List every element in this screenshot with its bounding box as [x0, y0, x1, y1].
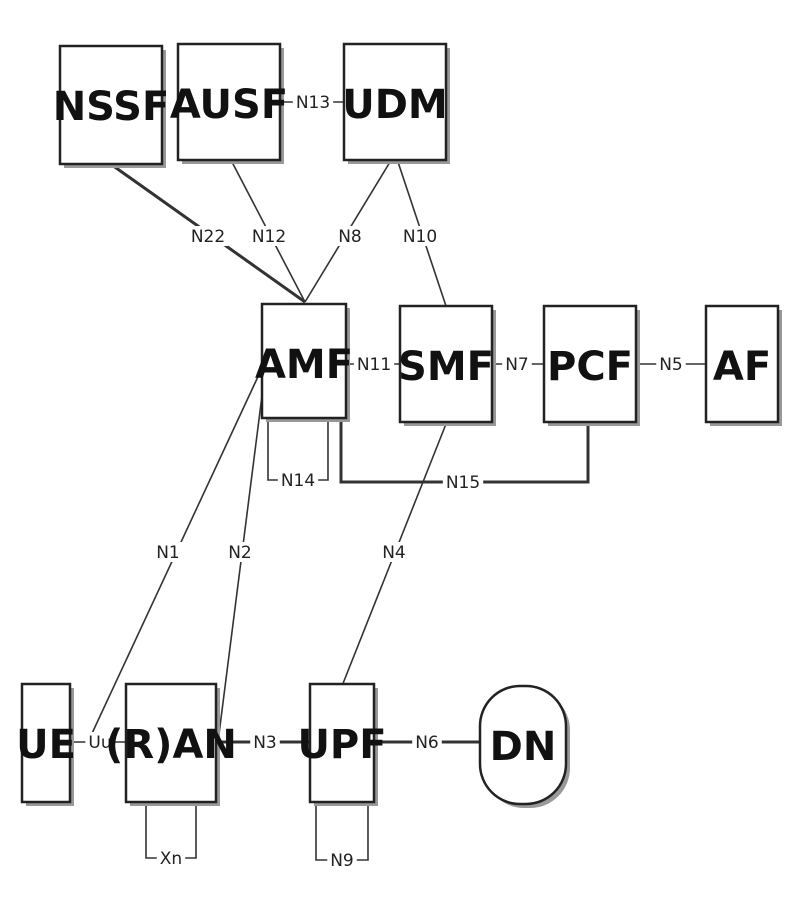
- nssf-label: NSSF: [53, 84, 170, 130]
- svg-text:N12: N12: [252, 227, 286, 247]
- nssf-node[interactable]: NSSF: [53, 44, 170, 168]
- svg-text:N14: N14: [281, 471, 315, 491]
- n4-label: N4: [379, 542, 409, 563]
- pcf-label: PCF: [547, 344, 633, 390]
- n11-label: N11: [353, 354, 395, 375]
- svg-text:N11: N11: [357, 355, 391, 375]
- n15-label: N15: [442, 472, 484, 493]
- xn-label: Xn: [156, 848, 186, 869]
- svg-text:N8: N8: [338, 227, 362, 247]
- svg-text:N3: N3: [253, 733, 277, 753]
- svg-text:Uu: Uu: [88, 733, 111, 753]
- amf-label: AMF: [255, 342, 353, 388]
- svg-text:N15: N15: [446, 473, 480, 493]
- n13-label: N13: [292, 92, 334, 113]
- smf-node[interactable]: SMF: [398, 304, 496, 426]
- n1-label: N1: [153, 542, 183, 563]
- upf-node[interactable]: UPF: [297, 682, 387, 806]
- svg-text:Xn: Xn: [160, 849, 182, 869]
- dn-label: DN: [490, 724, 557, 770]
- n10-label: N10: [399, 226, 441, 247]
- uu-label: Uu: [85, 732, 115, 753]
- udm-label: UDM: [342, 82, 448, 128]
- n5-label: N5: [656, 354, 686, 375]
- af-node[interactable]: AF: [704, 304, 782, 426]
- svg-text:N6: N6: [415, 733, 439, 753]
- amf-node[interactable]: AMF: [255, 302, 353, 422]
- svg-text:N22: N22: [191, 227, 225, 247]
- svg-text:N5: N5: [659, 355, 683, 375]
- smf-label: SMF: [398, 344, 494, 390]
- svg-text:N10: N10: [403, 227, 437, 247]
- svg-text:N13: N13: [296, 93, 330, 113]
- n6-label: N6: [412, 732, 442, 753]
- interface-labels: N13 N22 N12 N8 N10 N11 N7 N5: [85, 92, 686, 871]
- dn-node[interactable]: DN: [478, 684, 570, 808]
- udm-node[interactable]: UDM: [342, 42, 450, 164]
- svg-text:N9: N9: [330, 851, 354, 871]
- n9-label: N9: [327, 850, 357, 871]
- n7-label: N7: [502, 354, 532, 375]
- af-label: AF: [713, 344, 771, 390]
- svg-text:N1: N1: [156, 543, 180, 563]
- n14-label: N14: [277, 470, 319, 491]
- ue-node[interactable]: UE: [16, 682, 76, 806]
- n2-label: N2: [225, 542, 255, 563]
- ue-label: UE: [16, 722, 76, 768]
- n22-label: N22: [187, 226, 229, 247]
- ran-label: (R)AN: [105, 722, 237, 768]
- n12-label: N12: [248, 226, 290, 247]
- ran-node[interactable]: (R)AN: [105, 682, 237, 806]
- n3-label: N3: [250, 732, 280, 753]
- pcf-node[interactable]: PCF: [542, 304, 640, 426]
- svg-text:N2: N2: [228, 543, 252, 563]
- nodes: NSSF AUSF UDM AMF SMF PCF: [16, 42, 782, 808]
- svg-text:N7: N7: [505, 355, 529, 375]
- n8-label: N8: [335, 226, 365, 247]
- svg-text:N4: N4: [382, 543, 406, 563]
- ausf-label: AUSF: [170, 82, 288, 128]
- ausf-node[interactable]: AUSF: [170, 42, 288, 164]
- upf-label: UPF: [297, 722, 386, 768]
